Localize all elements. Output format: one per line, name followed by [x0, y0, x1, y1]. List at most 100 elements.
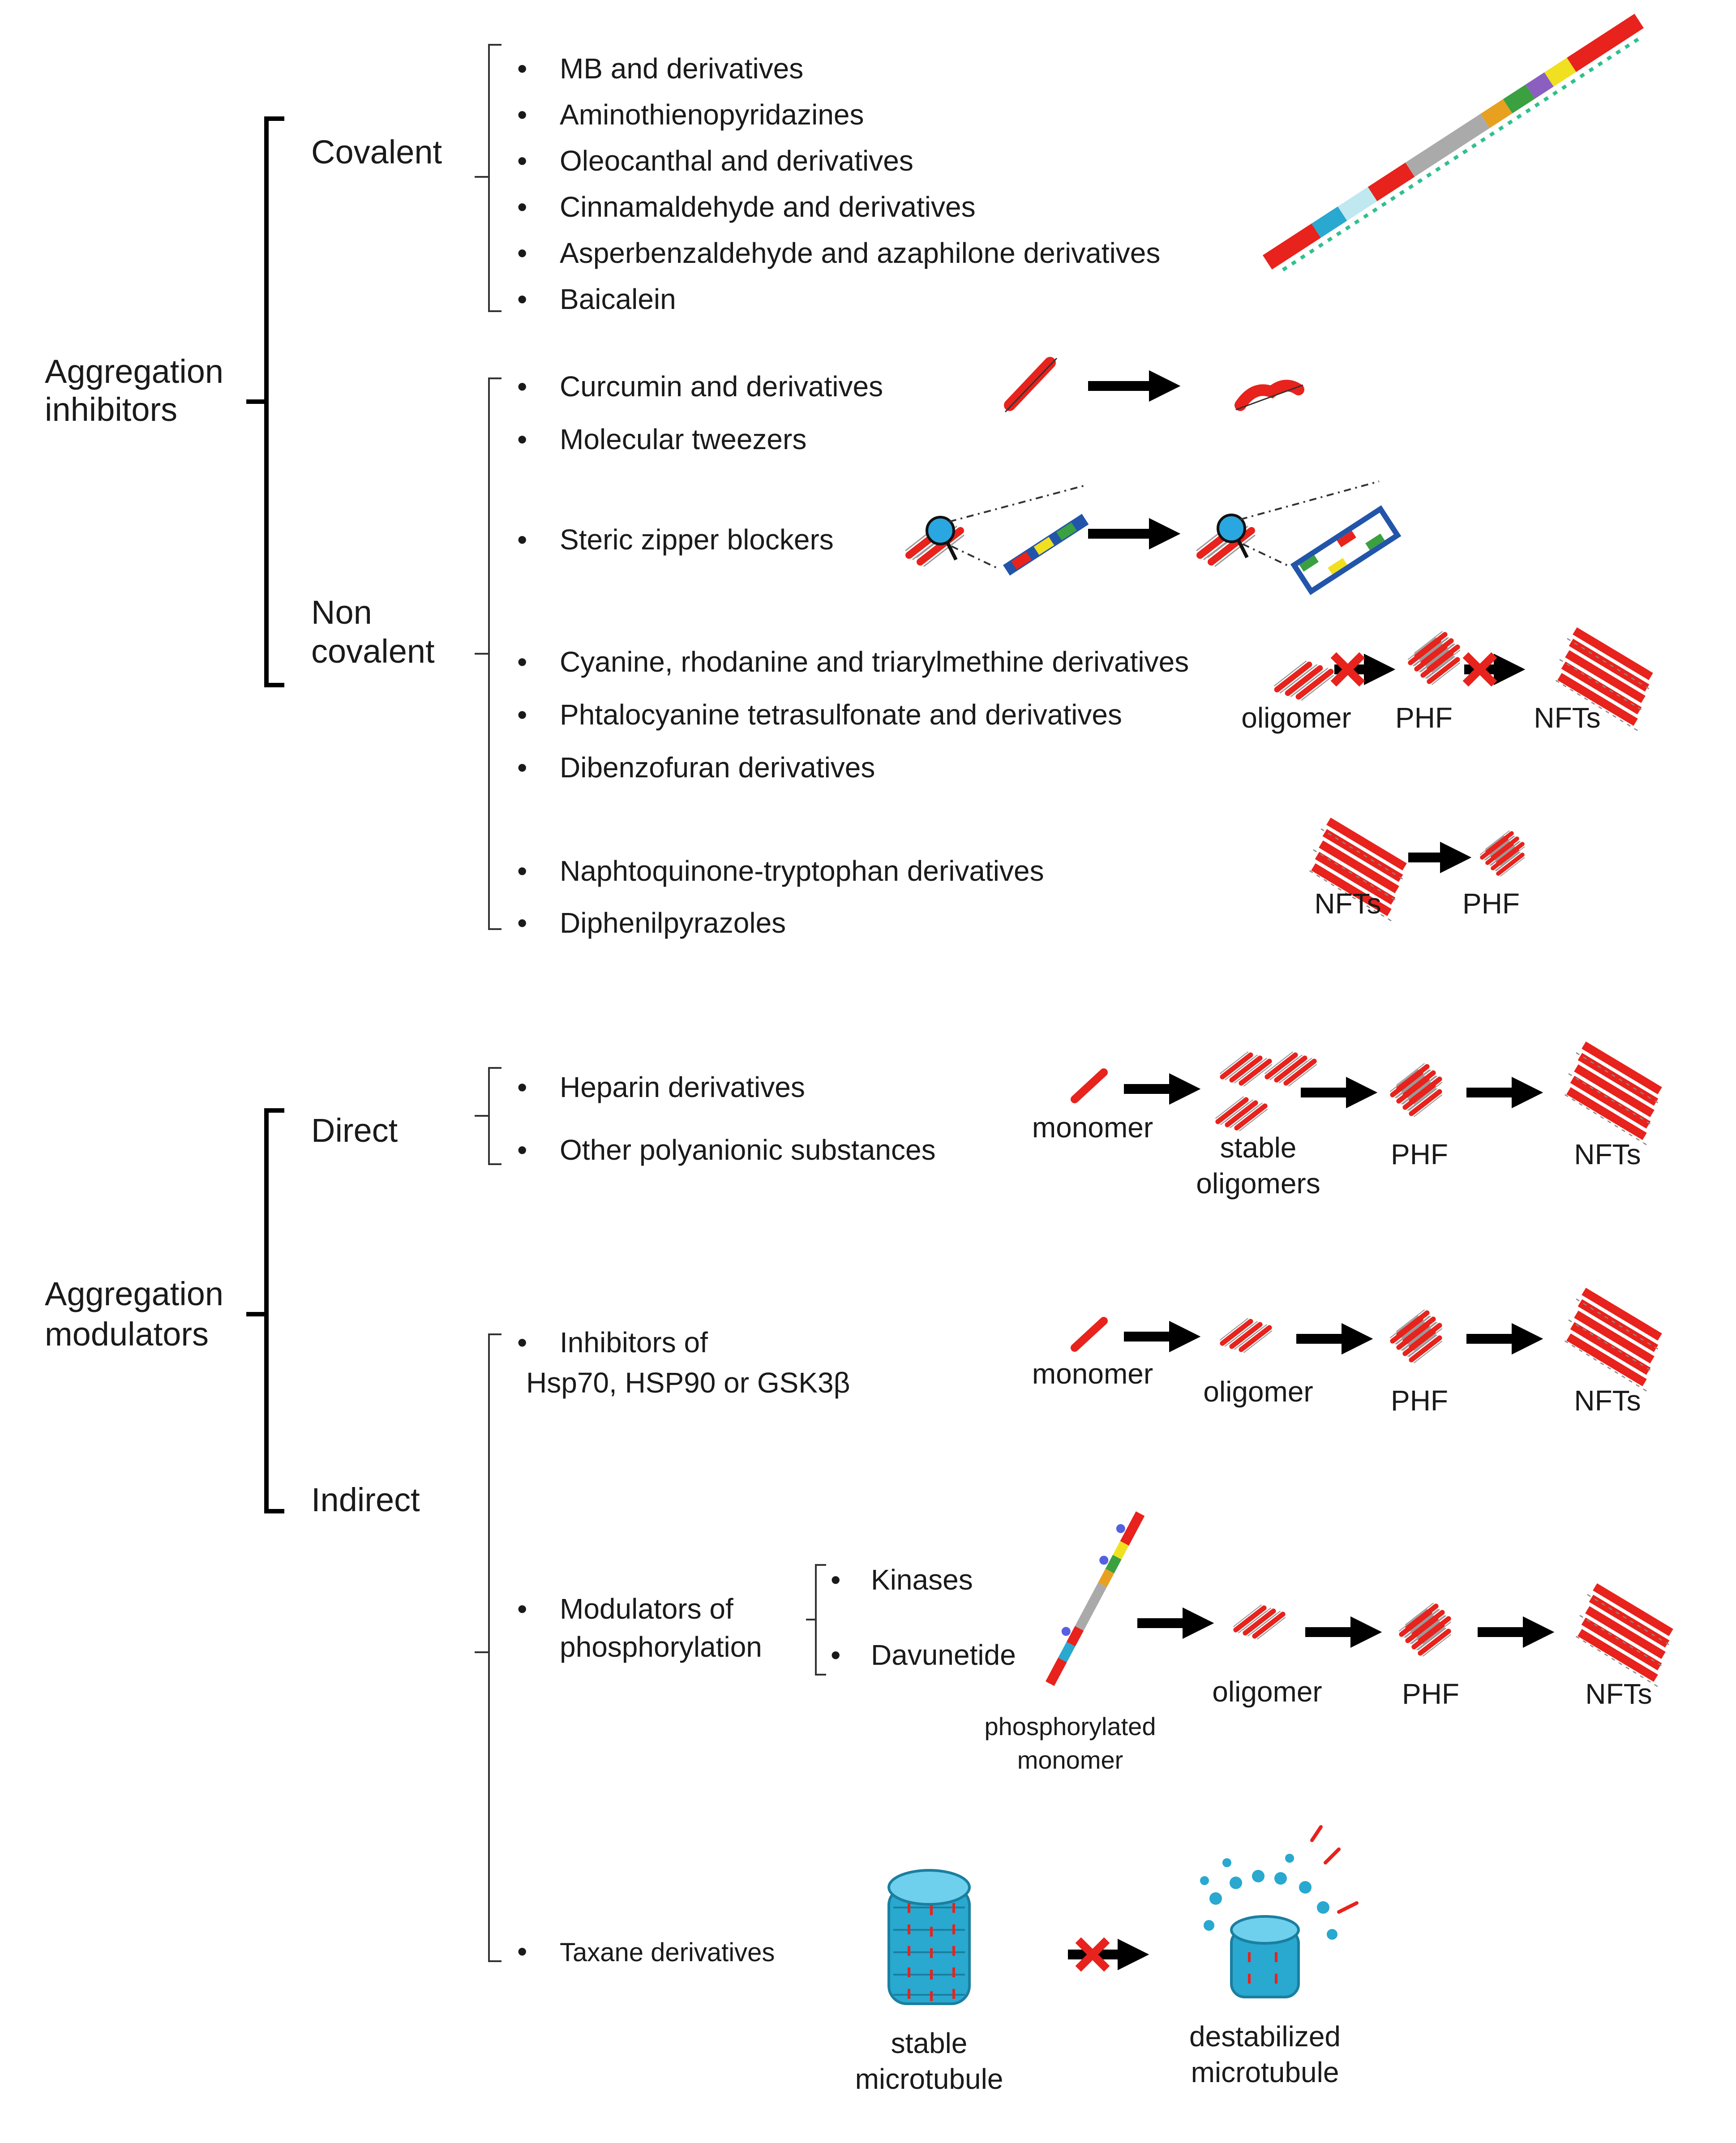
- item-polyanionic: Other polyanionic substances: [560, 1134, 936, 1166]
- modulators-bracket: [246, 1108, 284, 1513]
- direct-scheme: monomer stable oligomers PHF NFTs: [1032, 1045, 1660, 1200]
- aggregation-inhibitors-label-2: inhibitors: [45, 391, 177, 428]
- inhibitors-bracket: [246, 116, 284, 687]
- covalent-label: Covalent: [311, 133, 442, 171]
- indirect-inhibitors-item: • Inhibitors of Hsp70, HSP90 or GSK3β: [517, 1326, 850, 1399]
- bullet: •: [517, 283, 527, 315]
- curcumin-scheme: [1004, 357, 1304, 413]
- scheme-label-oligomers: oligomers: [1196, 1167, 1320, 1200]
- scheme-label-oligomer: oligomer: [1212, 1676, 1322, 1708]
- noncovalent-label-2: covalent: [311, 633, 435, 670]
- covalent-bracket: [475, 44, 502, 312]
- direct-bracket: [475, 1067, 502, 1165]
- noncovalent-label-1: Non: [311, 594, 372, 631]
- item-mb-derivatives: MB and derivatives: [560, 52, 803, 85]
- item-asperbenzaldehyde: Asperbenzaldehyde and azaphilone derivat…: [560, 237, 1160, 269]
- bullet: •: [517, 1071, 527, 1103]
- inhibitors-scheme: monomer oligomer PHF NFTs: [1032, 1291, 1660, 1417]
- zipper-after: [1196, 480, 1402, 596]
- item-hsp-gsk: Hsp70, HSP90 or GSK3β: [526, 1367, 850, 1399]
- indirect-taxane-item: • Taxane derivatives: [517, 1935, 775, 1967]
- item-kinases: Kinases: [871, 1564, 973, 1596]
- bullet: •: [517, 52, 527, 85]
- bullet: •: [517, 907, 527, 939]
- covalent-list: • MB and derivatives • Aminothienopyrida…: [517, 52, 1160, 315]
- phosphorylated-monomer-bar: [1046, 1511, 1145, 1686]
- bullet: •: [517, 423, 527, 455]
- item-cinnamaldehyde: Cinnamaldehyde and derivatives: [560, 191, 976, 223]
- bullet: •: [517, 1134, 527, 1166]
- indirect-bracket: [475, 1333, 502, 1962]
- item-naphtoquinone: Naphtoquinone-tryptophan derivatives: [560, 855, 1044, 887]
- scheme-label-oligomer: oligomer: [1203, 1376, 1313, 1408]
- bullet: •: [517, 1593, 527, 1625]
- modulators-section: Aggregation modulators Direct • Heparin …: [45, 1045, 1671, 2095]
- bullet: •: [517, 237, 527, 269]
- aggregation-inhibitors-label-1: Aggregation: [45, 353, 223, 390]
- item-steric-zipper: Steric zipper blockers: [560, 523, 834, 556]
- direct-label: Direct: [311, 1112, 398, 1149]
- scheme-label-phf: PHF: [1402, 1678, 1459, 1710]
- aggregation-modulators-label-1: Aggregation: [45, 1275, 223, 1312]
- item-cyanine: Cyanine, rhodanine and triarylmethine de…: [560, 646, 1189, 678]
- phospho-scheme: phosphorylated monomer oligomer PHF NFTs: [985, 1511, 1671, 1774]
- scheme-label-oligomer: oligomer: [1241, 702, 1351, 734]
- scheme-label-monomer: monomer: [1032, 1358, 1153, 1390]
- magnifier-icon: [1217, 514, 1246, 543]
- scheme-label-nfts: NFTs: [1574, 1138, 1641, 1170]
- phospho-bracket: [806, 1564, 826, 1676]
- bullet: •: [517, 699, 527, 731]
- indirect-phospho-item: • Modulators of phosphorylation • Kinase…: [517, 1564, 1016, 1676]
- stable-microtubule-icon: [887, 1869, 971, 2005]
- inhibitors-section: Aggregation inhibitors Covalent • MB and…: [45, 13, 1651, 939]
- bullet: •: [517, 646, 527, 678]
- scheme-label-destabilized: destabilized: [1189, 2020, 1341, 2053]
- scheme-label-phf: PHF: [1395, 702, 1453, 734]
- scheme-label-stable: stable: [1220, 1132, 1297, 1164]
- bullet: •: [517, 370, 527, 403]
- item-dibenzofuran: Dibenzofuran derivatives: [560, 751, 875, 784]
- scheme-label-monomer: monomer: [1017, 1746, 1123, 1774]
- monomer-mark: [1071, 1068, 1108, 1103]
- destabilized-microtubule-icon: [1200, 1825, 1359, 1998]
- direct-list: • Heparin derivatives • Other polyanioni…: [517, 1071, 936, 1166]
- scheme-label-nfts: NFTs: [1534, 702, 1600, 734]
- scheme-label-nfts: NFTs: [1574, 1384, 1641, 1417]
- item-phosphorylation: phosphorylation: [560, 1631, 762, 1663]
- curcumin-product: [1234, 380, 1304, 411]
- item-modulators-of: Modulators of: [560, 1593, 733, 1625]
- bullet: •: [517, 99, 527, 131]
- scheme-label-phosphorylated: phosphorylated: [985, 1712, 1156, 1740]
- item-aminothienopyridazines: Aminothienopyridazines: [560, 99, 864, 131]
- item-oleocanthal: Oleocanthal and derivatives: [560, 145, 913, 177]
- scheme-label-microtubule: microtubule: [1191, 2056, 1339, 2088]
- naphto-scheme: NFTs PHF: [1310, 821, 1525, 922]
- item-diphenilpyrazoles: Diphenilpyrazoles: [560, 907, 786, 939]
- noncovalent-bracket: [475, 377, 502, 930]
- scheme-label-microtubule: microtubule: [855, 2063, 1003, 2095]
- indirect-label: Indirect: [311, 1481, 420, 1518]
- item-heparin: Heparin derivatives: [560, 1071, 805, 1103]
- scheme-label-phf: PHF: [1462, 887, 1520, 920]
- bullet: •: [517, 1935, 527, 1967]
- scheme-label-stable: stable: [891, 2027, 968, 2059]
- bullet: •: [517, 751, 527, 784]
- curcumin-fibril: [1004, 357, 1058, 413]
- bullet: •: [517, 145, 527, 177]
- item-molecular-tweezers: Molecular tweezers: [560, 423, 806, 455]
- item-curcumin: Curcumin and derivatives: [560, 370, 883, 403]
- scheme-label-nfts: NFTs: [1585, 1678, 1652, 1710]
- item-taxane: Taxane derivatives: [560, 1938, 775, 1967]
- bullet: •: [517, 1326, 527, 1359]
- cyanine-scheme: oligomer PHF NFTs: [1241, 631, 1651, 734]
- bullet: •: [517, 523, 527, 556]
- steric-zipper-scheme: [905, 480, 1402, 596]
- zipper-before: [905, 485, 1089, 576]
- noncovalent-list: • Curcumin and derivatives • Molecular t…: [517, 370, 1189, 939]
- monomer-mark: [1071, 1317, 1108, 1352]
- taxane-scheme: stable microtubule destabilized microtub…: [855, 1825, 1359, 2095]
- bullet: •: [831, 1564, 840, 1596]
- scheme-label-phf: PHF: [1391, 1384, 1448, 1417]
- bullet: •: [831, 1639, 840, 1671]
